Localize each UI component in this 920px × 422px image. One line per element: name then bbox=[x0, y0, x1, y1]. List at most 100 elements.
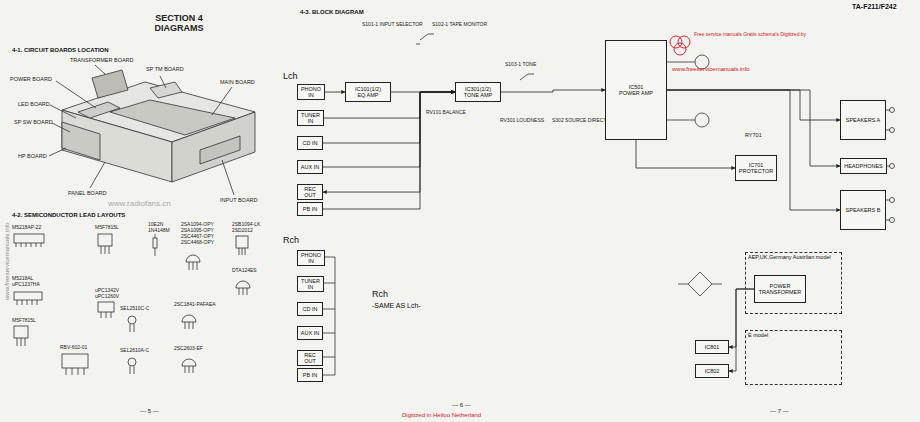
node-text: IC301(1/2) bbox=[458, 86, 498, 92]
board-name: TRANSFORMER BOARD bbox=[70, 57, 134, 63]
signal-line bbox=[667, 90, 840, 120]
node-text: REC OUT bbox=[300, 352, 320, 364]
part-number: SEL2510C-C bbox=[120, 306, 149, 312]
node-text: IC101(1/2) bbox=[348, 86, 388, 92]
part-number: 2SC4468-OPY bbox=[181, 240, 214, 246]
switch-name: S302 SOURCE DIRECT bbox=[552, 118, 606, 124]
signal-line bbox=[325, 92, 345, 93]
regulator-block: IC802 bbox=[695, 364, 729, 378]
part-number: uPC1237HA bbox=[12, 282, 40, 288]
model-number: TA-F211/F242 bbox=[852, 3, 897, 11]
node-text: PROTECTOR bbox=[738, 168, 774, 174]
relay-name: RY701 bbox=[745, 132, 762, 138]
part-number: 2SC1841-PAFAEA bbox=[174, 302, 216, 308]
node-text: AUX IN bbox=[300, 330, 320, 336]
node-text: REC OUT bbox=[300, 186, 320, 198]
speaker-terminal: SPEAKERS B bbox=[840, 190, 886, 230]
board-name: LED BOARD bbox=[18, 101, 50, 107]
node-text: TUNER IN bbox=[300, 112, 321, 124]
part-number: DTA124ES bbox=[232, 268, 257, 274]
part-number: 2SA1094-OPY bbox=[181, 222, 214, 228]
part-number: 1N4148M bbox=[148, 228, 170, 234]
switch-name: S103-1 TONE bbox=[505, 62, 536, 68]
watermark: Free service manuals Gratis schema's Dig… bbox=[694, 32, 806, 38]
input-jack: PB IN bbox=[297, 202, 323, 216]
board-name: PANEL BOARD bbox=[68, 190, 107, 196]
signal-line bbox=[636, 140, 735, 168]
node-text: PB IN bbox=[300, 206, 320, 212]
part-number: SEL2610A-C bbox=[120, 348, 149, 354]
switch-name: S101-1 INPUT SELECTOR bbox=[362, 22, 423, 28]
watermark: www.freeservicemanuals.info bbox=[4, 222, 11, 300]
board-name: SP TM BOARD bbox=[146, 66, 184, 72]
node-text: SPEAKERS A bbox=[843, 117, 883, 123]
part-number: uPC1342V bbox=[95, 288, 119, 294]
node-text: CD IN bbox=[300, 140, 320, 146]
page-number: — 7 — bbox=[770, 408, 789, 415]
page-number: — 5 — bbox=[140, 408, 159, 415]
part-number: M5218AP-22 bbox=[12, 225, 41, 231]
part-number: M5218AL bbox=[12, 276, 33, 282]
control-name: RV301 LOUDNESS bbox=[500, 118, 544, 124]
board-name: SP SW BOARD bbox=[14, 119, 53, 125]
speaker-terminal: SPEAKERS A bbox=[840, 100, 886, 140]
section-heading: 4-3. BLOCK DIAGRAM bbox=[300, 9, 364, 16]
input-jack: PHONO IN bbox=[297, 250, 325, 266]
part-number: 2SC2603-EF bbox=[174, 346, 203, 352]
channel-label: Lch bbox=[283, 72, 298, 82]
board-name: MAIN BOARD bbox=[220, 79, 255, 85]
part-number: 2SB1094-LK bbox=[232, 222, 260, 228]
channel-note: -SAME AS Lch- bbox=[372, 302, 421, 310]
amp-block: IC301(1/2)TONE AMP bbox=[455, 82, 501, 102]
node-text: IC801 bbox=[698, 344, 726, 350]
node-text: TUNER IN bbox=[300, 278, 321, 290]
part-number: 2SA1095-OPY bbox=[181, 228, 214, 234]
page-number: — 6 — bbox=[452, 402, 471, 409]
protector-block: IC701PROTECTOR bbox=[735, 155, 777, 181]
signal-line bbox=[729, 289, 754, 347]
channel-label: Rch bbox=[372, 290, 388, 300]
node-text: PB IN bbox=[300, 372, 320, 378]
signal-line bbox=[667, 90, 840, 210]
part-number: 10E2N bbox=[148, 222, 163, 228]
node-text: PHONO IN bbox=[300, 86, 322, 98]
part-number: M5F7815L bbox=[12, 318, 36, 324]
output-jack: REC OUT bbox=[297, 350, 323, 366]
node-text: AUX IN bbox=[300, 164, 320, 170]
part-number: 2SC4467-OPY bbox=[181, 234, 214, 240]
input-jack: AUX IN bbox=[297, 326, 323, 340]
board-name: INPUT BOARD bbox=[220, 197, 258, 203]
node-text: IC501 bbox=[608, 84, 664, 90]
node-text: TONE AMP bbox=[458, 92, 498, 98]
transformer-block: POWER TRANSFORMER bbox=[754, 275, 806, 303]
input-jack: CD IN bbox=[297, 136, 323, 150]
input-jack: PHONO IN bbox=[297, 84, 325, 100]
section-heading: 4-1. CIRCUIT BOARDS LOCATION bbox=[12, 47, 109, 54]
model-region: E model bbox=[745, 330, 842, 385]
node-text: IC701 bbox=[738, 162, 774, 168]
output-jack: REC OUT bbox=[297, 184, 323, 200]
headphone-jack: HEADPHONES bbox=[840, 158, 887, 174]
node-text: HEADPHONES bbox=[843, 163, 884, 169]
part-number: uPC1260V bbox=[95, 294, 119, 300]
switch-name: S102-1 TAPE MONITOR bbox=[432, 22, 487, 28]
watermark: www.radiofans.cn bbox=[108, 200, 171, 209]
watermark: www.freeservicemanuals.info bbox=[672, 66, 750, 73]
control-name: RV101 BALANCE bbox=[426, 110, 466, 116]
section-heading: 4-2. SEMICONDUCTOR LEAD LAYOUTS bbox=[12, 212, 125, 219]
node-text: PHONO IN bbox=[300, 252, 322, 264]
node-text: POWER AMP bbox=[608, 90, 664, 96]
amp-block: IC101(1/2)EQ AMP bbox=[345, 82, 391, 102]
input-jack: AUX IN bbox=[297, 160, 323, 174]
node-text: POWER TRANSFORMER bbox=[757, 283, 803, 295]
board-name: POWER BOARD bbox=[10, 76, 52, 82]
node-text: E model bbox=[748, 332, 839, 338]
amp-block: IC501POWER AMP bbox=[605, 40, 667, 140]
board-name: HP BOARD bbox=[18, 153, 47, 159]
part-number: RBV-602-01 bbox=[60, 345, 87, 351]
node-text: EQ AMP bbox=[348, 92, 388, 98]
part-number: 2SD2012 bbox=[232, 228, 253, 234]
signal-line bbox=[323, 92, 455, 167]
